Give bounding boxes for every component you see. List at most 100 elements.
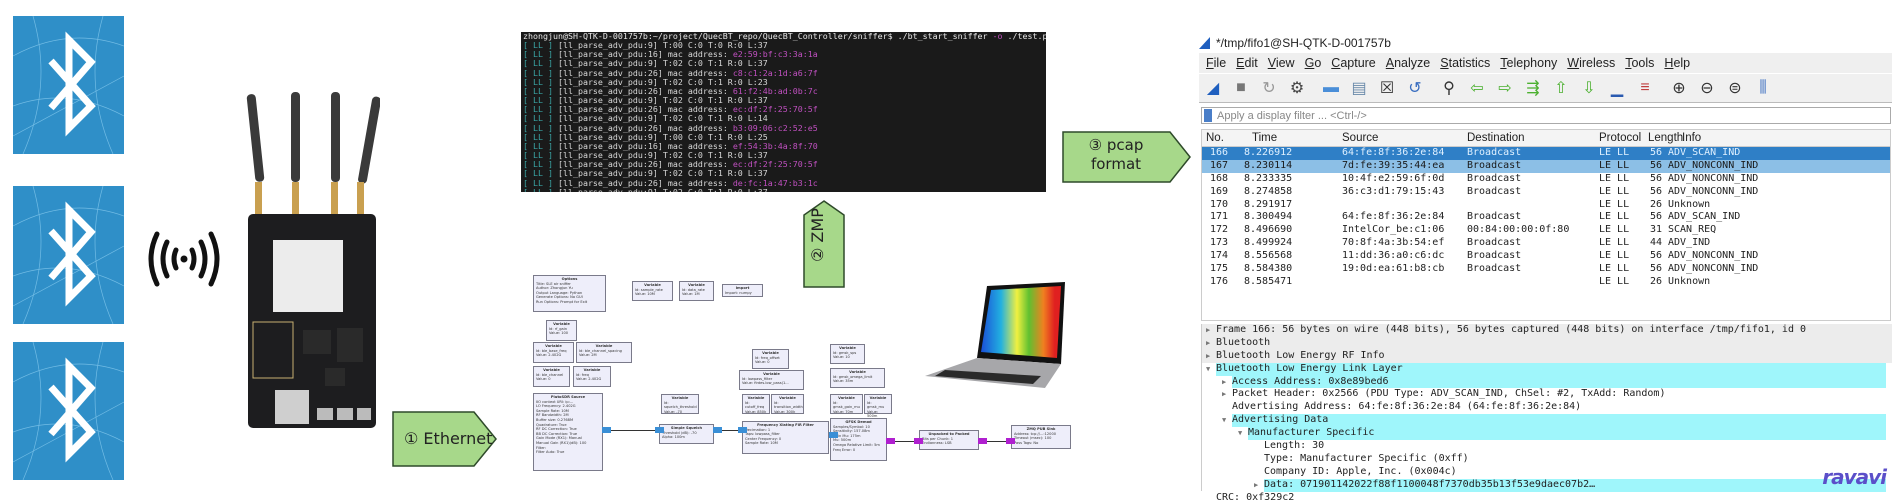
open-file-icon[interactable]: ▬ [1323,79,1339,96]
column-header-no[interactable]: No. [1206,132,1224,144]
detail-row[interactable]: ▶Access Address: 0x8e89bed6 [1202,375,1892,389]
collapsed-arrow-icon[interactable]: ▶ [1254,480,1259,489]
capture-options-icon[interactable]: ⚙ [1289,80,1305,97]
go-forward-icon[interactable]: ⇨ [1498,80,1512,97]
menu-statistics[interactable]: Statistics [1440,56,1491,70]
expanded-arrow-icon[interactable]: ▼ [1222,416,1227,425]
detail-row[interactable]: Company ID: Apple, Inc. (0x004c) [1202,466,1892,479]
go-back-icon[interactable]: ⇦ [1470,80,1484,97]
bookmark-icon[interactable] [1204,109,1212,122]
block-port[interactable] [978,438,987,444]
find-packet-icon[interactable]: ⚲ [1443,80,1455,97]
close-file-icon[interactable]: ☒ [1379,80,1395,97]
go-first-icon[interactable]: ⇧ [1554,80,1568,97]
resize-columns-icon[interactable]: ⫼ [1759,79,1767,96]
collapsed-arrow-icon[interactable]: ▶ [1206,351,1211,360]
block-port[interactable] [886,438,895,444]
detail-row[interactable]: ▶Data: 071901142022f88f1100048f7370db35b… [1202,478,1892,492]
detail-row[interactable]: ▼Bluetooth Low Energy Link Layer [1202,362,1892,376]
detail-row[interactable]: CRC: 0xf329c2 [1202,492,1892,504]
block-port[interactable] [829,432,838,438]
menu-analyze[interactable]: Analyze [1385,56,1431,70]
menu-help[interactable]: Help [1664,56,1691,70]
block-port[interactable] [1006,438,1015,444]
block-port[interactable] [602,427,611,433]
go-to-packet-icon[interactable]: ⇶ [1526,80,1540,97]
reload-file-icon[interactable]: ↺ [1408,80,1422,97]
collapsed-arrow-icon[interactable]: ▶ [1222,390,1227,399]
menu-go[interactable]: Go [1304,56,1322,70]
collapsed-arrow-icon[interactable]: ▶ [1222,377,1227,386]
colorize-icon[interactable]: ≡ [1640,79,1650,96]
zoom-in-icon[interactable]: ⊕ [1672,80,1686,97]
stop-capture-icon[interactable]: ■ [1236,79,1246,96]
save-file-icon[interactable]: ▤ [1351,80,1367,97]
autoscroll-icon[interactable]: ▁ [1610,80,1624,97]
column-header-info[interactable]: Info [1682,132,1702,144]
menu-view[interactable]: View [1267,56,1295,70]
column-header-source[interactable]: Source [1342,132,1379,144]
column-header-protocol[interactable]: Protocol [1599,132,1642,144]
column-header-length[interactable]: Length [1648,132,1684,144]
menu-file[interactable]: File [1206,56,1227,70]
block-port[interactable] [713,427,722,433]
expanded-arrow-icon[interactable]: ▼ [1238,429,1243,438]
display-filter-input[interactable]: Apply a display filter ... <Ctrl-/> [1201,107,1891,124]
block-port[interactable] [914,438,923,444]
menu-wireless[interactable]: Wireless [1567,56,1616,70]
collapsed-arrow-icon[interactable]: ▶ [1206,326,1211,334]
detail-row[interactable]: ▶Packet Header: 0x2566 (PDU Type: ADV_SC… [1202,388,1892,401]
detail-row[interactable]: ▶Bluetooth Low Energy RF Info [1202,349,1892,363]
detail-row[interactable]: ▼Manufacturer Specific [1202,427,1892,441]
go-last-icon[interactable]: ⇩ [1582,80,1596,97]
detail-row[interactable]: Type: Manufacturer Specific (0xff) [1202,453,1892,466]
start-capture-icon[interactable]: ◢ [1206,80,1220,97]
detail-row[interactable]: ▶Frame 166: 56 bytes on wire (448 bits),… [1202,324,1892,337]
menu-edit[interactable]: Edit [1236,56,1258,70]
block-port[interactable] [738,427,747,433]
column-header-time[interactable]: Time [1252,132,1278,144]
normal-size-icon[interactable]: ⊜ [1728,80,1742,97]
expanded-arrow-icon[interactable]: ▼ [1206,364,1211,373]
detail-row[interactable]: Length: 30 [1202,440,1892,453]
collapsed-arrow-icon[interactable]: ▶ [1206,338,1211,347]
menu-tools[interactable]: Tools [1625,56,1655,70]
menu-capture[interactable]: Capture [1331,56,1376,70]
zoom-out-icon[interactable]: ⊖ [1700,80,1714,97]
detail-row[interactable]: ▼Advertising Data [1202,414,1892,428]
restart-capture-icon[interactable]: ↻ [1262,80,1276,97]
menu-telephony[interactable]: Telephony [1500,56,1558,70]
block-port[interactable] [655,427,664,433]
detail-row[interactable]: ▶Bluetooth [1202,336,1892,350]
